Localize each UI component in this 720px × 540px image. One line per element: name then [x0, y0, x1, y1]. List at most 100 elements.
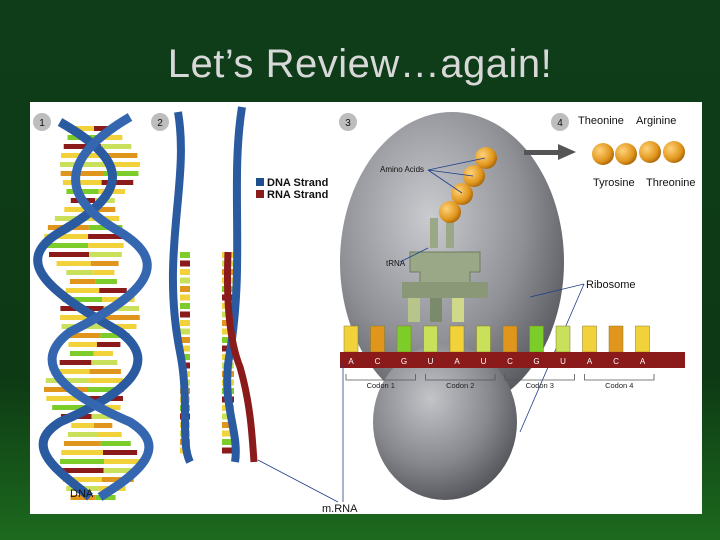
process-arrow [524, 144, 576, 160]
base-fragment [180, 269, 190, 275]
base-fragment [180, 303, 190, 309]
amino-acid [639, 141, 661, 163]
base-pair [100, 144, 132, 149]
base-pair [62, 477, 102, 482]
amino-acid-chain [439, 147, 497, 223]
base-pair [100, 333, 130, 338]
codon-bracket [584, 374, 655, 381]
dna-label: DNA [70, 488, 94, 500]
base-pair [71, 423, 94, 428]
base-pair [62, 180, 102, 185]
mrna-base-letter: C [375, 357, 381, 366]
amino-acids-label: Amino Acids [380, 165, 424, 174]
base-pair [67, 432, 98, 437]
base-fragment [180, 345, 190, 352]
mrna-strand [340, 352, 685, 368]
mrna-base-letter: G [533, 357, 539, 366]
amino-acid [463, 165, 485, 187]
base-pair [63, 441, 101, 446]
base-pair [89, 252, 122, 257]
base-pair [88, 387, 124, 392]
mrna-base-letter: U [481, 357, 487, 366]
mrna-base [529, 325, 544, 353]
step-number-2: 2 [157, 118, 163, 129]
legend-dna-swatch [256, 178, 264, 186]
step-number-4: 4 [557, 118, 563, 129]
slide-title: Let’s Review…again! [167, 42, 553, 86]
base-pair [70, 495, 96, 500]
base-pair [60, 315, 104, 320]
base-pair [93, 351, 113, 356]
mrna-label: m.RNA [322, 503, 358, 514]
step-number-3: 3 [345, 118, 351, 129]
base-fragment [222, 422, 234, 428]
base-pair [103, 315, 140, 320]
base-pair [56, 261, 91, 266]
codon-label: Codon 2 [446, 381, 474, 390]
dna-strand-left [33, 118, 143, 501]
base-pair [88, 378, 124, 383]
codon-label: Codon 3 [526, 381, 554, 390]
base-pair [69, 351, 94, 356]
codon-label: Codon 4 [605, 381, 633, 390]
base-pair [103, 162, 140, 167]
base-pair [101, 477, 134, 482]
step-marker-4 [551, 113, 569, 131]
trna-base-bar [402, 282, 488, 298]
base-pair [60, 468, 104, 473]
diagram-panel: 1 2 3 4 DNA DNA Strand RNA Strand [30, 102, 702, 514]
base-pair [44, 243, 89, 248]
step-marker-1 [33, 113, 51, 131]
base-pair [61, 450, 103, 455]
amino-acid [475, 147, 497, 169]
step-marker-3 [339, 113, 357, 131]
base-pair [102, 324, 137, 329]
amino-name-arginine: Arginine [636, 115, 676, 127]
base-pair [103, 468, 139, 473]
base-fragment [180, 311, 190, 318]
amino-acid [451, 183, 473, 205]
base-pair [99, 288, 127, 293]
codon-bracket [425, 374, 496, 381]
rna-strand [224, 251, 258, 463]
base-pair [44, 234, 89, 239]
base-pair [63, 144, 101, 149]
base-pair [103, 459, 140, 464]
mrna-base [449, 325, 465, 353]
mrna-base-letter: A [348, 357, 354, 366]
base-pair [52, 405, 90, 410]
base-fragment [180, 277, 190, 284]
codon-bracket [504, 374, 575, 381]
mrna-base-letter: A [640, 357, 646, 366]
amino-name-threonine: Threonine [646, 177, 696, 189]
base-pair [92, 207, 116, 212]
base-pair [103, 306, 140, 311]
base-pair [88, 234, 124, 239]
base-fragment [222, 447, 234, 454]
amino-name-tyrosine: Tyrosine [593, 177, 635, 189]
base-pair [69, 279, 96, 284]
base-pair [62, 297, 103, 302]
mrna-base-letter: G [401, 357, 407, 366]
amino-acid [663, 141, 685, 163]
base-pair [95, 279, 117, 284]
mrna-base [582, 325, 597, 353]
base-pair [97, 432, 122, 437]
base-pair [66, 270, 93, 275]
base-pair [64, 333, 101, 338]
dna-strand-right [47, 113, 154, 501]
amino-acid [592, 143, 614, 165]
amino-acid [615, 143, 637, 165]
base-pair [100, 441, 131, 446]
base-fragment [180, 260, 190, 267]
legend-rna-swatch [256, 190, 264, 198]
base-pair [91, 414, 117, 419]
base-pair [97, 135, 123, 140]
strand-legend: DNA Strand RNA Strand [256, 177, 328, 201]
trna-molecule [402, 218, 488, 322]
legend-rna-label: RNA Strand [267, 189, 328, 201]
mrna-base-letter: U [428, 357, 434, 366]
base-pair [59, 360, 92, 365]
